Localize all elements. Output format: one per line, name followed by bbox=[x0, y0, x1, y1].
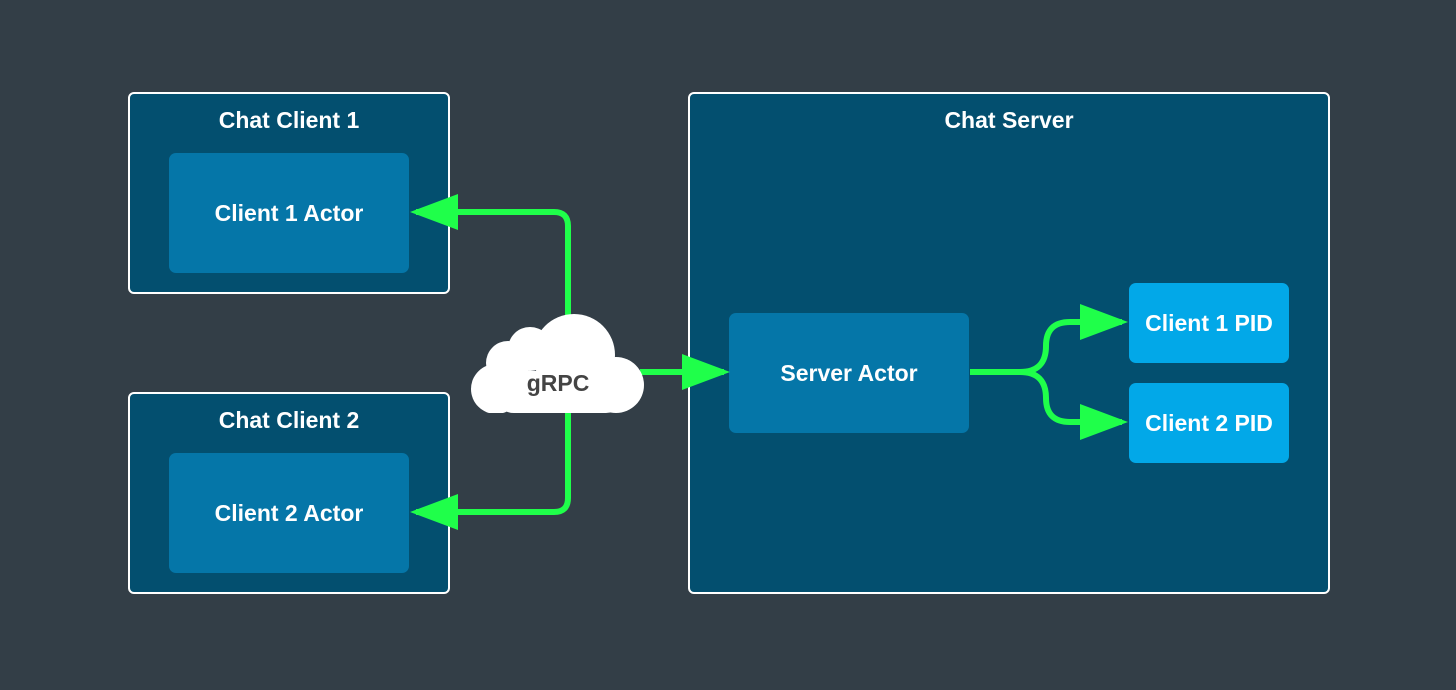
chat-client-1-container: Chat Client 1 Client 1 Actor bbox=[128, 92, 450, 294]
server-actor: Server Actor bbox=[729, 313, 969, 433]
chat-server-container: Chat Server Server Actor Client 1 PID Cl… bbox=[688, 92, 1330, 594]
grpc-label: gRPC bbox=[526, 370, 590, 396]
chat-server-title: Chat Server bbox=[944, 107, 1074, 133]
cloud-icon bbox=[471, 314, 644, 413]
chat-client-1-title: Chat Client 1 bbox=[218, 107, 360, 133]
client-1-pid: Client 1 PID bbox=[1129, 283, 1289, 363]
client-2-actor: Client 2 Actor bbox=[169, 453, 409, 573]
client-1-actor: Client 1 Actor bbox=[169, 153, 409, 273]
chat-client-2-container: Chat Client 2 Client 2 Actor bbox=[128, 392, 450, 594]
grpc-cloud: gRPC bbox=[466, 313, 650, 413]
chat-client-2-title: Chat Client 2 bbox=[218, 407, 360, 433]
client-2-pid: Client 2 PID bbox=[1129, 383, 1289, 463]
